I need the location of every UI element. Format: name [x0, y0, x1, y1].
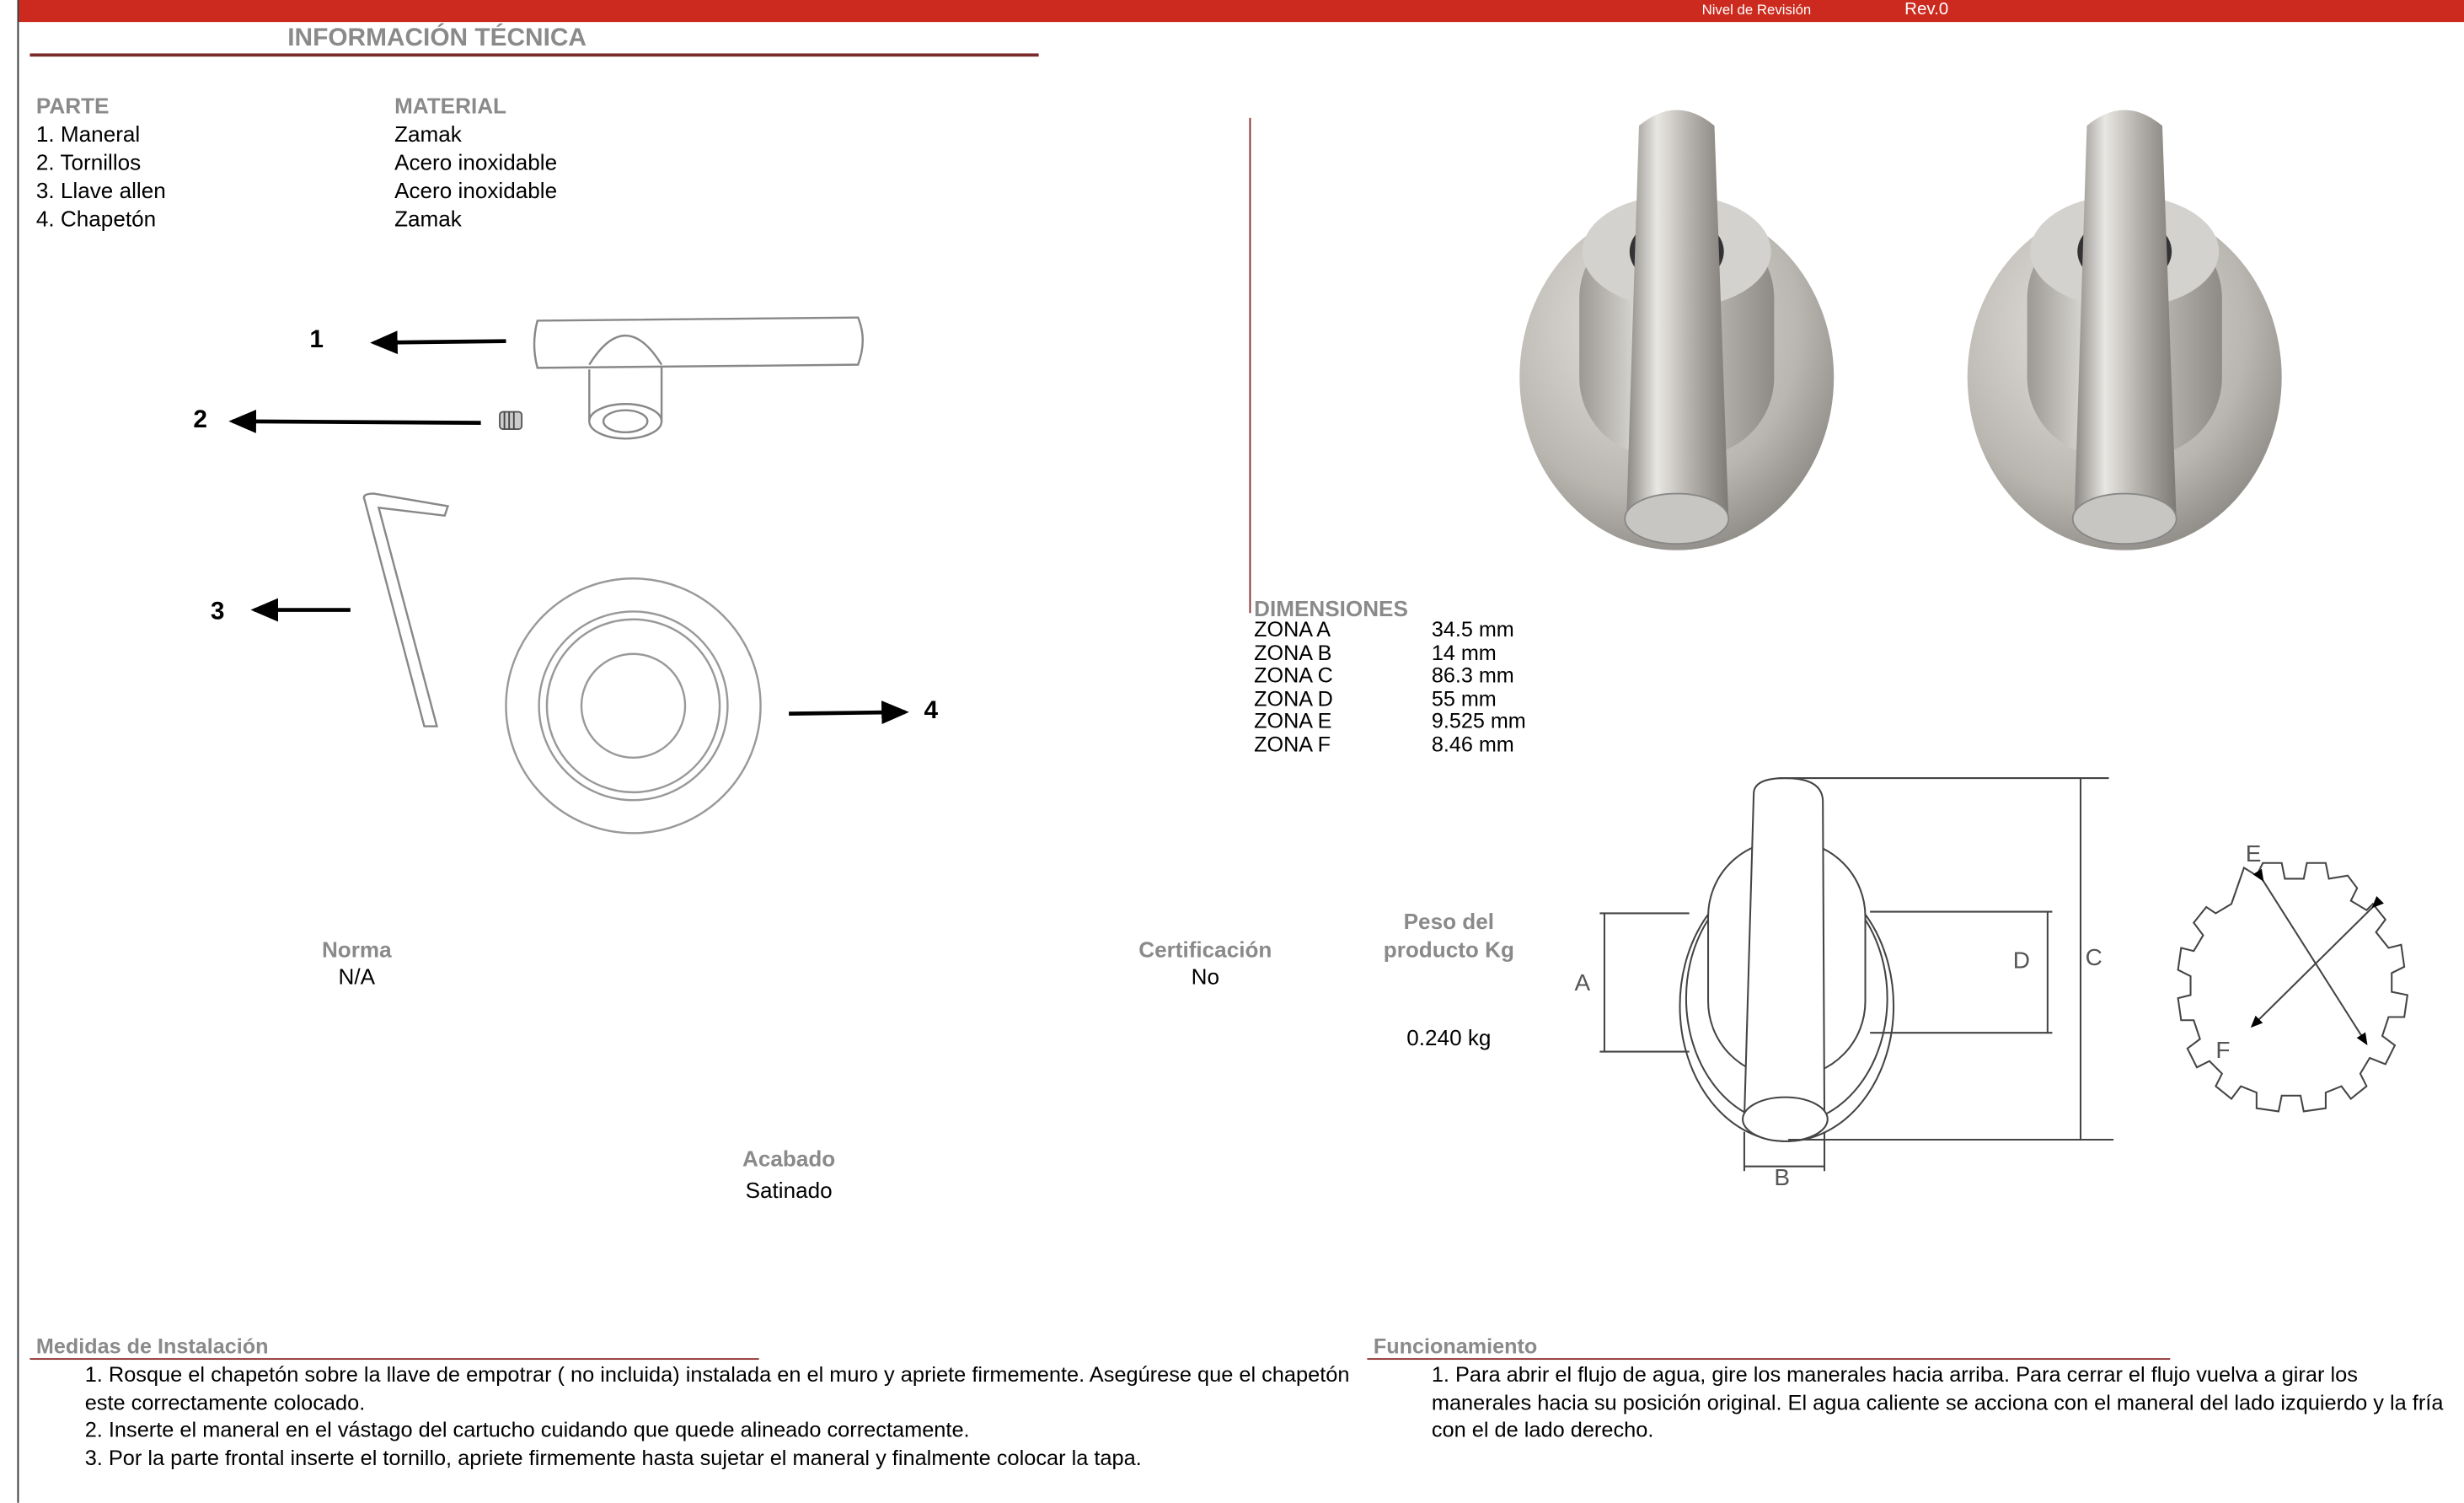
- part-material: Acero inoxidable: [394, 149, 558, 174]
- title-rule: [29, 53, 1039, 57]
- installation-step: 2. Inserte el maneral en el vástago del …: [84, 1418, 970, 1442]
- finish-label: Acabado: [742, 1146, 836, 1172]
- arrow-2: [228, 409, 481, 433]
- parts-header-material: MATERIAL: [394, 93, 507, 118]
- weight-value: 0.240 kg: [1406, 1024, 1492, 1050]
- exploded-parts-diagram: [228, 316, 909, 835]
- operation-rule: [1367, 1358, 2171, 1361]
- dimensions-value-column: 34.5 mm 14 mm 86.3 mm 55 mm 9.525 mm 8.4…: [1431, 617, 1526, 757]
- operation-title: Funcionamiento: [1373, 1334, 1538, 1359]
- callout-3: 3: [210, 599, 225, 626]
- installation-step: 3. Por la parte frontal inserte el torni…: [84, 1445, 1142, 1469]
- part-name: 3. Llave allen: [35, 177, 166, 203]
- norma-label: Norma: [321, 937, 392, 963]
- weight-label-line2: producto Kg: [1383, 937, 1514, 963]
- callout-2: 2: [193, 406, 207, 434]
- callout-4: 4: [924, 697, 939, 725]
- dimension-value: 86.3 mm: [1431, 663, 1514, 688]
- part-name: 4. Chapetón: [35, 206, 157, 232]
- parts-header-part: PARTE: [35, 93, 110, 118]
- dim-label-c: C: [2085, 944, 2102, 972]
- callout-1: 1: [309, 326, 324, 354]
- part-material: Zamak: [394, 206, 462, 232]
- dim-label-e: E: [2245, 840, 2262, 868]
- page-left-border: [17, 0, 19, 1503]
- dimension-value: 55 mm: [1431, 686, 1497, 711]
- dimension-zone: ZONA E: [1254, 709, 1332, 733]
- dim-label-d: D: [2012, 947, 2031, 975]
- escutcheon-drawing: [505, 577, 762, 835]
- parts-table-material-column: Zamak Acero inoxidable Acero inoxidable …: [394, 120, 557, 233]
- handle-photo-left: [1519, 110, 1835, 550]
- dimension-value: 9.525 mm: [1431, 709, 1526, 733]
- arrow-4: [789, 701, 909, 725]
- dim-label-a: A: [1574, 969, 1591, 997]
- dimension-value: 14 mm: [1431, 641, 1497, 665]
- certification-label: Certificación: [1138, 937, 1272, 963]
- installation-rule: [29, 1358, 759, 1361]
- revision-label: Nivel de Revisión: [1701, 1, 1812, 18]
- dimensions-zone-column: ZONA A ZONA B ZONA C ZONA D ZONA E ZONA …: [1254, 617, 1333, 757]
- weight-label-line1: Peso del: [1403, 908, 1495, 934]
- part-name: 1. Maneral: [35, 121, 141, 147]
- dimension-zone: ZONA D: [1254, 686, 1333, 711]
- dim-label-f: F: [2215, 1037, 2231, 1065]
- part-material: Acero inoxidable: [394, 177, 558, 203]
- dimension-zone: ZONA F: [1254, 732, 1331, 756]
- dimension-value: 8.46 mm: [1431, 732, 1514, 756]
- norma-value: N/A: [338, 964, 376, 989]
- dim-label-b: B: [1774, 1164, 1791, 1192]
- dimension-zone: ZONA A: [1254, 617, 1331, 641]
- handle-photo-right: [1967, 110, 2282, 550]
- top-bar: Nivel de Revisión Rev.0: [19, 0, 2464, 23]
- installation-step: 1. Rosque el chapetón sobre la llave de …: [84, 1362, 1350, 1414]
- part-material: Zamak: [394, 121, 462, 147]
- allen-key-drawing: [362, 492, 450, 727]
- operation-text: 1. Para abrir el flujo de agua, gire los…: [1431, 1362, 2444, 1442]
- screw-drawing: [499, 411, 523, 431]
- dimensions-title: DIMENSIONES: [1254, 595, 1408, 621]
- installation-steps: 1. Rosque el chapetón sobre la llave de …: [85, 1361, 1358, 1472]
- dimension-zone: ZONA C: [1254, 663, 1333, 688]
- certification-value: No: [1191, 964, 1219, 989]
- dimension-value: 34.5 mm: [1431, 617, 1514, 641]
- dimension-zone: ZONA B: [1254, 641, 1332, 665]
- revision-value: Rev.0: [1904, 0, 1949, 19]
- product-photo: [1519, 110, 2282, 550]
- arrow-1: [370, 330, 506, 355]
- finish-value: Satinado: [745, 1177, 833, 1203]
- handle-part-drawing: [533, 316, 864, 440]
- page-title: INFORMACIÓN TÉCNICA: [287, 24, 587, 52]
- parts-table-part-column: 1. Maneral 2. Tornillos 3. Llave allen 4…: [36, 120, 166, 233]
- part-name: 2. Tornillos: [35, 149, 142, 174]
- section-divider: [1249, 117, 1251, 614]
- installation-title: Medidas de Instalación: [35, 1334, 269, 1359]
